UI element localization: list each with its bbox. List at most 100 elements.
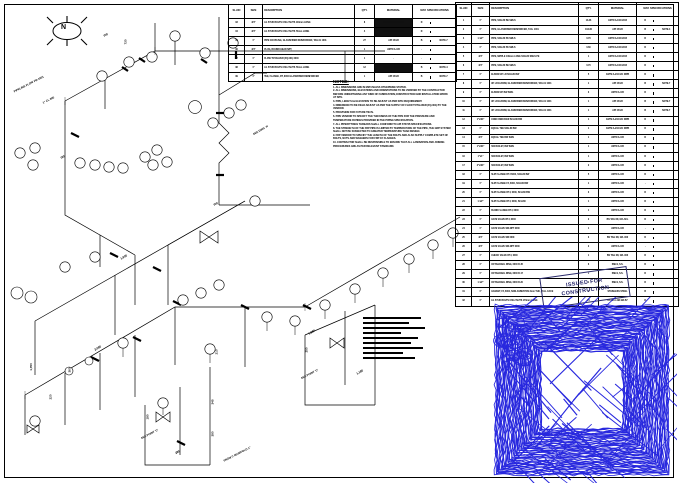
- bom-cell-material: ASTM A-105: [598, 224, 637, 235]
- bom-cell-size: 1": [471, 25, 490, 36]
- bom-cell-spec-code: D: [638, 92, 655, 95]
- bom-cell-spec-code: -: [414, 58, 432, 61]
- bom-cell-spec-code: B: [414, 67, 432, 70]
- dimension-label: 360: [67, 367, 72, 373]
- bom-cell-spec-code: D: [638, 200, 655, 204]
- bom-cell-spec-code: D: [638, 209, 655, 213]
- bom-cell-size: 1 1/2": [471, 196, 490, 207]
- bom-cell-spec-code: D: [638, 128, 655, 131]
- bom-cell-spec-code: -: [414, 48, 432, 52]
- dimension-label: 345: [210, 399, 215, 405]
- bom-cell-description: SLIP FLANGE RTJ, 600¢, SCH.80 BW: [489, 187, 579, 198]
- bom-cell-size: 1": [471, 88, 490, 99]
- bom-cell-description: CHECK VALVE RTJ, 600¢: [489, 251, 579, 262]
- bom-cell-slno: 30: [455, 278, 472, 289]
- bom-cell-spec-code: D: [638, 300, 655, 303]
- bom-cell-material: ASTM A-105: [598, 160, 637, 171]
- bom-cell-qty: 1: [354, 54, 375, 65]
- bom-cell-material: ASTM A-106 GR.B: [598, 52, 637, 63]
- bom-cell-slno: 26: [455, 242, 472, 253]
- bom-cell-slno: 11: [455, 106, 472, 117]
- bom-cell-size: 1 1/2": [471, 34, 490, 45]
- bom-header-spec: MAT. SPECIFICATIONS: [412, 4, 457, 19]
- bom-cell-spec-ref: NOTE-7: [439, 76, 448, 79]
- bom-cell-spec-code: -: [638, 182, 655, 186]
- bom-cell-qty: 12: [354, 63, 375, 74]
- bom-cell-size: 1"x1": [471, 151, 490, 162]
- dimension-label: 210: [214, 349, 219, 355]
- bom-cell-spec-code: D: [638, 173, 655, 177]
- bom-cell-spec-code: B: [414, 76, 432, 79]
- bom-cell-description: LG STUD BOLTS C/W 2 NUTS 70mm LONG: [262, 63, 355, 74]
- bom-cell-spec-code: D: [638, 137, 655, 140]
- bom-cell-spec: D: [636, 260, 679, 271]
- bom-cell-spec-ref: [654, 20, 677, 22]
- bom-cell-size: 1": [471, 260, 490, 271]
- bom-cell-spec-code: B: [638, 28, 655, 32]
- bom-cell-spec-code: D: [638, 191, 655, 195]
- bom-header-description: DESCRIPTION: [489, 2, 579, 17]
- bom-cell-spec: D: [636, 269, 679, 280]
- dimension-label: 250: [304, 347, 309, 353]
- bom-cell-material: API 15 HR: [598, 97, 637, 108]
- bom-cell-description: SOCKOLET, BW SWG: [489, 151, 579, 162]
- bom-header-description: DESCRIPTION: [262, 4, 355, 19]
- bom-cell-material: ASTM A-105: [598, 178, 637, 189]
- note-item: 3. PIPE, LENGTH & ELEVATION TO BE ADJUST…: [333, 100, 423, 104]
- bom-cell-slno: 8: [455, 79, 472, 90]
- bom-cell-spec-ref: [431, 22, 455, 24]
- bom-cell-qty: 1: [578, 205, 599, 217]
- bom-cell-description: ELBOW 90' BW SWG: [489, 88, 579, 99]
- bom-header-slno: SL.NO: [455, 2, 472, 17]
- bom-cell-spec: D: [636, 43, 679, 54]
- dimension-label: 220: [48, 394, 53, 400]
- bom-cell-qty: 8: [354, 17, 375, 29]
- bom-cell-slno: 39: [228, 72, 245, 83]
- bom-cell-spec-code: D: [638, 264, 655, 267]
- bom-table-right: SL.NO SIZE DESCRIPTION QTY. MATERIAL MAT…: [455, 2, 679, 307]
- bom-cell-size: 3/4": [244, 27, 263, 38]
- bom-cell-spec-code: D: [638, 255, 655, 258]
- bom-cell-description: GATE VALVE SW-NPT 600¢: [489, 224, 579, 235]
- bom-cell-material: ASTM A-106 GR.B: [598, 43, 637, 54]
- bom-cell-qty: 27: [354, 36, 375, 47]
- bom-cell-spec-ref: [431, 31, 455, 33]
- north-arrow: N: [44, 14, 90, 48]
- bom-cell-size: 3/4": [471, 52, 490, 63]
- bom-cell-spec: D: [636, 278, 679, 289]
- bom-cell-spec-code: D: [638, 46, 655, 50]
- bom-cell-spec-ref: NOTE-7: [439, 39, 448, 42]
- bom-cell-qty: 164.36: [578, 25, 599, 36]
- bom-cell-spec: D: [636, 15, 679, 27]
- bom-cell-size: 1": [244, 72, 263, 83]
- bom-cell-description: EQUAL TEE SCH.80 BW: [489, 124, 579, 135]
- bom-cell-spec-code: D: [638, 74, 655, 77]
- bom-cell-material: API 15 HR: [374, 36, 413, 47]
- bom-cell-material: ASTM A-105: [598, 242, 637, 253]
- bom-cell-spec-ref: [654, 47, 677, 49]
- bom-cell-spec-code: B: [638, 101, 655, 104]
- bom-cell-description: SOCKOLET, BW SWG: [489, 142, 579, 153]
- bom-cell-qty: 6: [578, 260, 599, 271]
- bom-cell-slno: 21: [455, 196, 472, 207]
- bom-cell-spec: D: [636, 88, 679, 99]
- bom-cell-size: 3/4": [471, 61, 490, 72]
- note-item: 6. PIPE VENDOR TO SPECIFY THE THICKNESS …: [333, 115, 435, 122]
- bom-header-qty: QTY.: [578, 2, 599, 17]
- bom-cell-spec: D: [636, 133, 679, 144]
- bom-cell-description: PIPE, SCH.80 PE SMLS: [489, 34, 579, 45]
- bom-cell-spec-ref: [654, 228, 677, 230]
- bom-cell-qty: 1: [578, 79, 599, 90]
- bom-cell-spec: D: [636, 160, 679, 171]
- bom-cell-slno: 9: [455, 88, 472, 99]
- bom-cell-qty: 1: [354, 45, 375, 56]
